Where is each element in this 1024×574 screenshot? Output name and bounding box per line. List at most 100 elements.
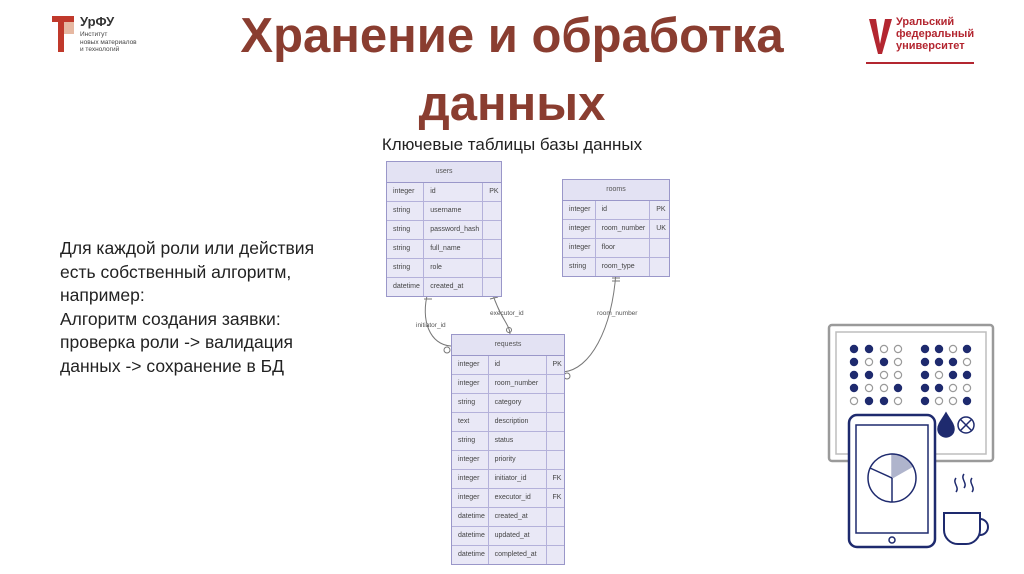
dot-grid	[849, 344, 972, 406]
institute-logo: УрФУ Институт новых материалов и техноло…	[50, 14, 170, 62]
description-line: Для каждой роли или действия	[60, 238, 315, 258]
relation-executor-tick	[489, 296, 499, 300]
er-cell-key: FK	[552, 494, 562, 501]
coffee-cup-icon	[943, 512, 981, 545]
indicator-dot	[849, 344, 859, 354]
urfu-logo-icon	[52, 16, 74, 52]
indicator-dot	[864, 370, 874, 380]
indicator-dot	[920, 396, 930, 406]
indicator-dot	[934, 357, 944, 367]
indicator-dot	[962, 344, 972, 354]
er-cell-type: integer	[452, 375, 489, 393]
er-cell-field: username	[424, 202, 484, 220]
er-cell-type: datetime	[452, 508, 489, 526]
indicator-dot	[934, 396, 944, 406]
er-table-header: rooms	[563, 180, 669, 201]
er-cell-type: integer	[387, 183, 425, 201]
title-line-2: данных	[418, 77, 606, 131]
er-cell-field: priority	[489, 451, 547, 469]
description-line: проверка роли -> валидация	[60, 332, 294, 352]
er-cell-type: integer	[563, 239, 596, 257]
er-cell-key: PK	[552, 361, 562, 368]
relation-label-initiator: initiator_id	[416, 322, 446, 329]
er-cell-type: datetime	[387, 278, 425, 296]
er-cell-field: initiator_id	[489, 470, 547, 488]
page-title: Хранение и обработка данных	[180, 2, 844, 138]
indicator-dot	[849, 370, 859, 380]
university-name-line: федеральный	[896, 28, 975, 40]
description-line: данных -> сохранение в БД	[60, 355, 284, 376]
er-cell-type: datetime	[452, 527, 489, 545]
indicator-dot	[962, 396, 972, 406]
er-cell-field: id	[489, 356, 547, 374]
indicator-dot	[948, 370, 958, 380]
relation-executor-circle	[506, 327, 512, 333]
er-cell-type: integer	[452, 356, 489, 374]
er-cell-type: string	[452, 432, 489, 450]
description-line: Алгоритм создания заявки:	[60, 308, 281, 329]
indicator-dot	[879, 370, 889, 380]
indicator-dot	[864, 344, 874, 354]
indicator-dot	[920, 383, 930, 393]
description-line: например:	[60, 285, 145, 305]
logo-underline	[866, 62, 974, 64]
er-cell-type: integer	[563, 220, 596, 238]
indicator-dot	[934, 383, 944, 393]
indicator-dot	[849, 383, 859, 393]
description-text: Для каждой роли или действия есть собств…	[60, 237, 380, 378]
indicator-dot	[920, 370, 930, 380]
indicator-dot	[893, 396, 903, 406]
indicator-dot	[893, 370, 903, 380]
logo-sub-line: новых материалов	[80, 38, 137, 46]
er-cell-field: category	[489, 394, 547, 412]
er-cell-type: text	[452, 413, 489, 431]
er-cell-field: room_type	[596, 258, 651, 276]
er-cell-key: PK	[489, 188, 499, 195]
indicator-dot	[893, 383, 903, 393]
er-cell-field: completed_at	[489, 546, 547, 564]
indicator-dot	[893, 344, 903, 354]
er-cell-type: integer	[452, 489, 489, 507]
er-cell-type: string	[387, 259, 425, 277]
relation-label-room: room_number	[597, 310, 638, 317]
title-line-1: Хранение и обработка	[240, 9, 784, 63]
relation-label-executor: executor_id	[490, 310, 524, 317]
er-cell-type: string	[387, 202, 425, 220]
steam-icon	[954, 473, 974, 493]
drop-icon	[937, 411, 955, 438]
er-cell-field: password_hash	[424, 221, 484, 239]
indicator-dot	[962, 357, 972, 367]
relation-initiator-line	[424, 291, 452, 347]
indicator-dot	[948, 383, 958, 393]
university-name-line: Уральский	[896, 16, 955, 28]
er-cell-type: string	[563, 258, 596, 276]
er-cell-type: datetime	[452, 546, 489, 564]
er-cell-type: string	[387, 221, 425, 239]
er-cell-field: id	[596, 201, 651, 219]
indicator-dot	[864, 383, 874, 393]
indicator-dot	[934, 370, 944, 380]
relation-room-line	[562, 271, 617, 373]
er-cell-field: room_number	[596, 220, 651, 238]
er-cell-type: string	[452, 394, 489, 412]
tablet-screen	[855, 424, 929, 534]
indicator-dot	[879, 357, 889, 367]
relation-initiator-circle	[443, 346, 451, 354]
indicator-dot	[920, 344, 930, 354]
er-cell-type: integer	[452, 470, 489, 488]
indicator-dot	[962, 383, 972, 393]
indicator-dot	[920, 357, 930, 367]
